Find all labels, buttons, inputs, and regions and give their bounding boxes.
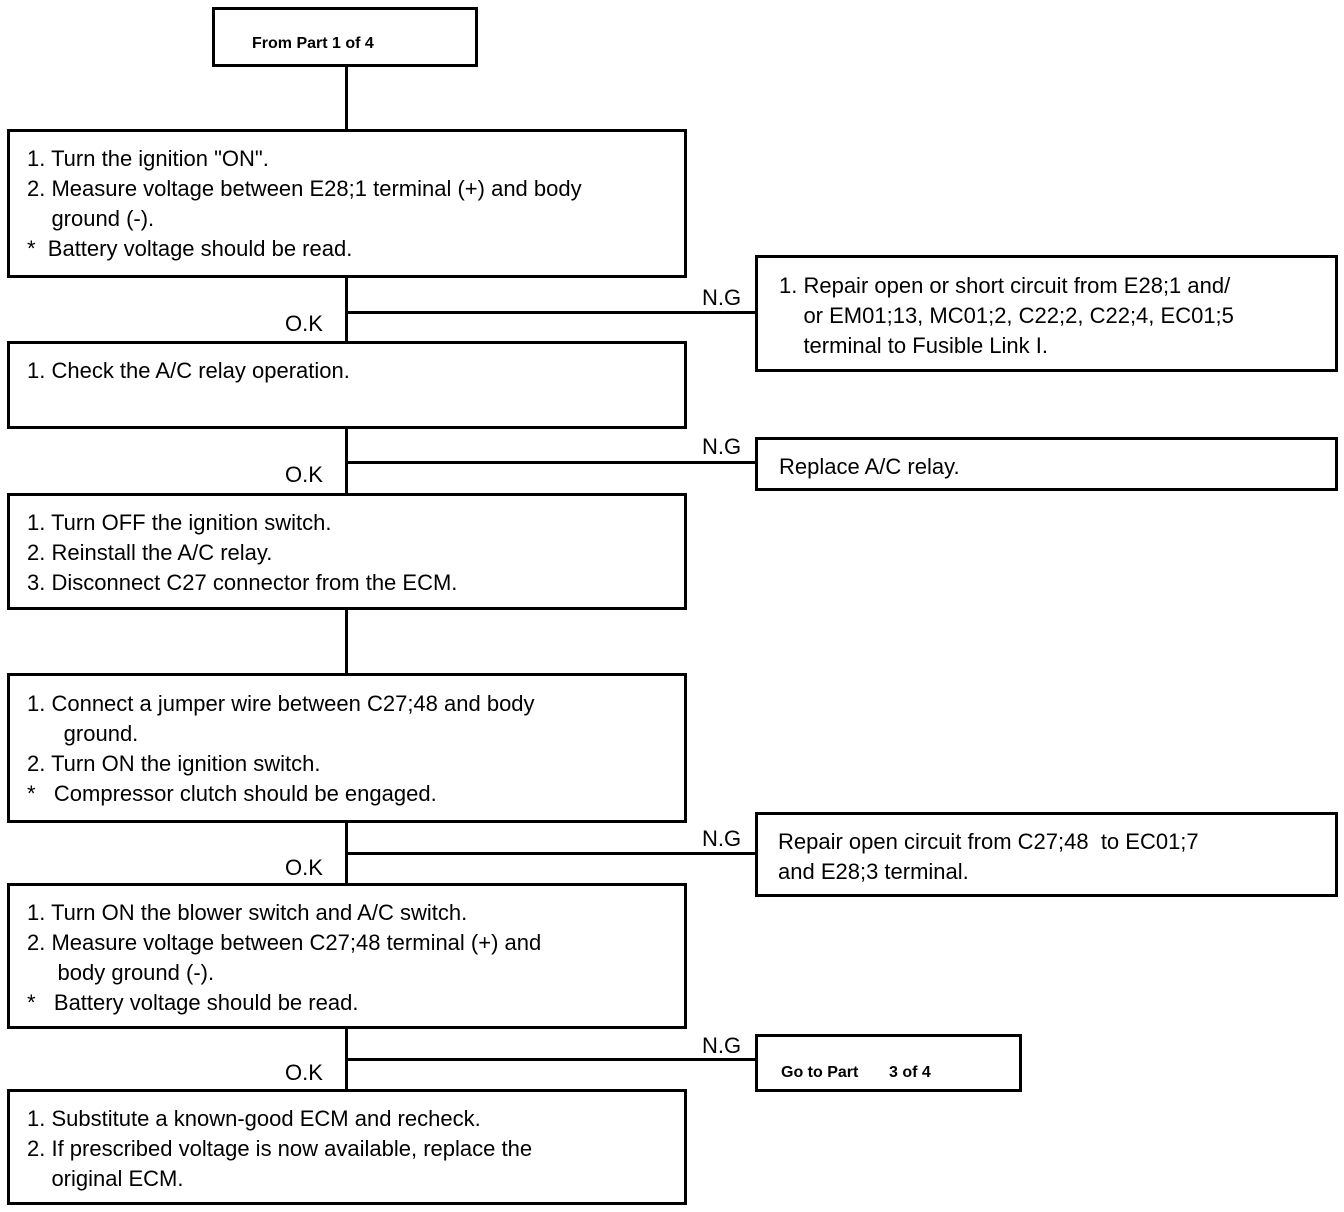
step-3-line-3: 3. Disconnect C27 connector from the ECM…	[27, 570, 458, 595]
ng-branch-1	[345, 311, 757, 314]
step-6-line-3: original ECM.	[27, 1166, 184, 1191]
ng-branch-3	[345, 852, 757, 855]
step-1-line-3: ground (-).	[27, 206, 155, 231]
ng-box-3: Repair open circuit from C27;48 to EC01;…	[755, 812, 1338, 897]
step-box-1: 1. Turn the ignition "ON". 2. Measure vo…	[7, 129, 687, 278]
step-3-line-2: 2. Reinstall the A/C relay.	[27, 540, 273, 565]
ng-box-2: Replace A/C relay.	[755, 437, 1338, 491]
ng-1-line-1: 1. Repair open or short circuit from E28…	[779, 273, 1231, 298]
step-4-line-2: ground.	[27, 721, 139, 746]
step-5-line-1: 1. Turn ON the blower switch and A/C swi…	[27, 900, 468, 925]
ng-label-2: N.G	[702, 434, 742, 459]
ng-box-4: Go to Part 3 of 4	[755, 1034, 1022, 1092]
step-1-line-4: * Battery voltage should be read.	[27, 236, 353, 261]
connector-step2-to-step3	[345, 427, 348, 494]
step-4-line-1: 1. Connect a jumper wire between C27;48 …	[27, 691, 535, 716]
step-4-line-4: * Compressor clutch should be engaged.	[27, 781, 437, 806]
ng-3-line-1: Repair open circuit from C27;48 to EC01;…	[778, 829, 1199, 854]
ng-label-1: N.G	[702, 285, 742, 310]
ng-2-line-1: Replace A/C relay.	[779, 454, 960, 479]
ng-1-line-3: terminal to Fusible Link I.	[779, 333, 1048, 358]
ng-4-label-go-to: Go to Part	[781, 1064, 859, 1081]
ok-label-3: O.K	[285, 855, 323, 880]
step-box-2: 1. Check the A/C relay operation.	[7, 341, 687, 429]
ng-label-3: N.G	[702, 826, 742, 851]
start-label: From Part 1 of 4	[252, 35, 374, 52]
step-5-line-2: 2. Measure voltage between C27;48 termin…	[27, 930, 542, 955]
step-box-5: 1. Turn ON the blower switch and A/C swi…	[7, 883, 687, 1029]
ng-3-line-2: and E28;3 terminal.	[778, 859, 969, 884]
ok-label-4: O.K	[285, 1060, 323, 1085]
step-box-4: 1. Connect a jumper wire between C27;48 …	[7, 673, 687, 823]
step-2-line-1: 1. Check the A/C relay operation.	[27, 358, 350, 383]
step-6-line-2: 2. If prescribed voltage is now availabl…	[27, 1136, 533, 1161]
connector-step3-to-step4	[345, 608, 348, 674]
ok-label-1: O.K	[285, 311, 323, 336]
step-3-line-1: 1. Turn OFF the ignition switch.	[27, 510, 332, 535]
ng-4-label-part: 3 of 4	[889, 1064, 931, 1081]
start-box: From Part 1 of 4	[212, 7, 478, 67]
step-5-line-3: body ground (-).	[27, 960, 215, 985]
step-1-line-1: 1. Turn the ignition "ON".	[27, 146, 269, 171]
step-4-line-3: 2. Turn ON the ignition switch.	[27, 751, 321, 776]
ng-label-4: N.G	[702, 1033, 742, 1058]
connector-step1-to-step2	[345, 276, 348, 342]
connector-start-to-step1	[345, 65, 348, 130]
step-1-line-2: 2. Measure voltage between E28;1 termina…	[27, 176, 582, 201]
ng-branch-4	[345, 1058, 757, 1061]
ng-box-1: 1. Repair open or short circuit from E28…	[755, 255, 1338, 372]
ok-label-2: O.K	[285, 462, 323, 487]
step-box-3: 1. Turn OFF the ignition switch. 2. Rein…	[7, 493, 687, 610]
step-5-line-4: * Battery voltage should be read.	[27, 990, 359, 1015]
step-box-6: 1. Substitute a known-good ECM and reche…	[7, 1089, 687, 1205]
step-6-line-1: 1. Substitute a known-good ECM and reche…	[27, 1106, 481, 1131]
ng-1-line-2: or EM01;13, MC01;2, C22;2, C22;4, EC01;5	[779, 303, 1234, 328]
ng-branch-2	[345, 461, 757, 464]
